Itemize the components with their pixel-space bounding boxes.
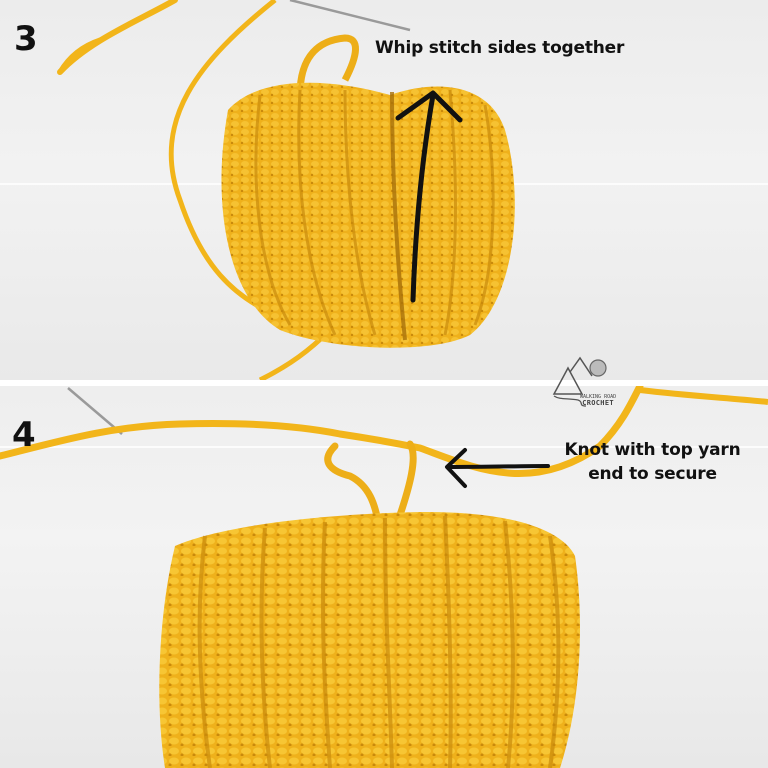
wood-plank-seam — [0, 446, 768, 448]
watermark-line-1: WALKING ROAD — [580, 394, 617, 400]
step-caption: Whip stitch sides together — [375, 38, 625, 58]
step-3-panel: 3 Whip stitch sides together — [0, 0, 768, 380]
watermark-line-2: CROCHET — [582, 399, 614, 407]
step-4-panel: 4 Knot with top yarn end to secure — [0, 386, 768, 768]
mountain-yarn-logo-icon — [552, 356, 607, 407]
watermark-text: WALKING ROAD CROCHET — [580, 394, 617, 407]
step-caption-line-1: Knot with top yarn — [564, 440, 741, 460]
needle — [289, 0, 411, 32]
arrow-up-icon — [395, 90, 463, 303]
step-caption: Knot with top yarn end to secure — [550, 438, 755, 486]
step-caption-line-2: end to secure — [588, 464, 717, 484]
panel-divider — [0, 380, 768, 386]
step-number: 4 — [12, 415, 36, 455]
step-4-photo — [0, 386, 768, 768]
arrow-left-icon — [445, 448, 550, 488]
needle — [67, 387, 123, 435]
step-number: 3 — [14, 19, 38, 59]
step-3-photo — [57, 0, 515, 380]
